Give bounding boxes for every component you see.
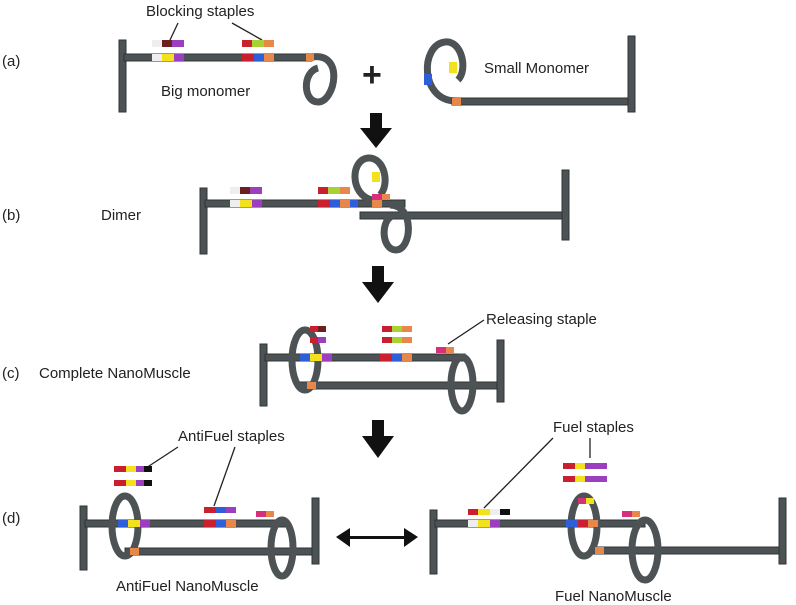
dimer-upper-shaft: [204, 199, 406, 208]
big-monomer-loop: [302, 53, 338, 106]
dimer-label: Dimer: [101, 207, 141, 224]
dimer-left-cap: [199, 187, 208, 255]
down-arrow-c-d: [362, 420, 394, 458]
dimer-right-cap: [561, 169, 570, 241]
nanomuscle-c-blocking-staple-2: [382, 326, 412, 343]
small-monomer-seg-yellow: [449, 62, 457, 73]
nanomuscle-c-shaft-segments: [300, 354, 412, 389]
fuel-nanomuscle: Fuel NanoMuscle: [429, 463, 787, 605]
panel-label-b: (b): [2, 207, 20, 224]
small-monomer-seg-orange: [452, 98, 461, 105]
antifuel-staples-callout: [145, 446, 236, 507]
panel-b: Dimer: [101, 154, 570, 255]
big-monomer-seg-blue: [254, 54, 264, 61]
fuel-upper-shaft: [434, 519, 646, 528]
dimer-blocking-staple-1: [230, 187, 262, 194]
fuel-releasing-staple: [622, 511, 640, 517]
plus-sign: +: [362, 56, 382, 94]
antifuel-lower-shaft: [124, 547, 316, 556]
dimer-shaft-segments: [230, 172, 382, 207]
antifuel-left-cap: [79, 505, 88, 571]
panel-d: AntiFuel staples Fuel staples: [79, 419, 787, 605]
antifuel-right-cap: [311, 497, 320, 565]
blocking-staples-label: Blocking staples: [146, 3, 254, 20]
big-monomer: Big monomer: [118, 39, 338, 113]
panel-label-c: (c): [2, 365, 20, 382]
nanomuscle-c-left-cap: [259, 343, 268, 407]
big-monomer-label: Big monomer: [161, 83, 250, 100]
releasing-staple-label: Releasing staple: [486, 311, 597, 328]
nanomuscle-c-blocking-staple-1: [310, 326, 326, 343]
fuel-nanomuscle-label: Fuel NanoMuscle: [555, 588, 672, 605]
antifuel-nanomuscle-label: AntiFuel NanoMuscle: [116, 578, 259, 595]
antifuel-right-ring: [267, 516, 297, 580]
complete-nanomuscle-label: Complete NanoMuscle: [39, 365, 191, 382]
small-monomer-label: Small Monomer: [484, 60, 589, 77]
dimer-blocking-staple-2: [318, 187, 350, 194]
dimer-small-loop: [351, 154, 389, 204]
fuel-staples-label: Fuel staples: [553, 419, 634, 436]
fuel-lower-shaft: [589, 546, 783, 555]
big-monomer-seg-white: [152, 54, 162, 61]
fuel-staple-free: [563, 463, 607, 482]
dimer-big-loop: [380, 201, 412, 254]
panel-a: Blocking staples Big monomer: [118, 3, 636, 113]
small-monomer-loop: [423, 38, 467, 105]
antifuel-staple-free: [114, 466, 152, 486]
big-monomer-seg-purple: [174, 54, 184, 61]
big-monomer-seg-orange: [264, 54, 274, 61]
down-arrow-a-b: [360, 113, 392, 148]
small-monomer: Small Monomer: [423, 35, 636, 113]
antifuel-shaft-segments: [118, 520, 236, 555]
antifuel-nanomuscle: AntiFuel NanoMuscle: [79, 466, 320, 595]
nanomuscle-c-right-cap: [496, 339, 505, 403]
down-arrow-b-c: [362, 266, 394, 303]
fuel-shaft-segments: [468, 520, 604, 554]
blocking-staple-1: [152, 40, 184, 47]
blocking-staple-2: [242, 40, 274, 47]
panel-c: Complete NanoMuscle Releasing staple: [39, 311, 597, 415]
releasing-staple: [436, 347, 454, 353]
fuel-staple-bound: [468, 509, 510, 515]
big-monomer-seg-yellow: [162, 54, 174, 61]
big-monomer-seg-orange-tip: [306, 54, 314, 61]
antifuel-staples-label: AntiFuel staples: [178, 428, 285, 445]
fuel-left-cap: [429, 509, 438, 575]
small-monomer-shaft: [451, 97, 633, 106]
nanomuscle-c-right-ring: [447, 353, 477, 415]
dimer-releasing-staple: [372, 194, 390, 200]
small-monomer-seg-blue: [424, 74, 432, 85]
panel-label-a: (a): [2, 53, 20, 70]
blocking-staples-callout: [169, 22, 263, 41]
fuel-blocking-staple: [578, 498, 594, 504]
double-arrow: [336, 528, 418, 547]
big-monomer-end-cap: [118, 39, 127, 113]
releasing-staple-callout: [447, 319, 485, 345]
fuel-staples-callout: [483, 437, 591, 509]
fuel-right-cap: [778, 497, 787, 565]
big-monomer-seg-red: [242, 54, 254, 61]
antifuel-staple-bound: [204, 507, 236, 513]
panel-label-d: (d): [2, 510, 20, 527]
small-monomer-end-cap: [627, 35, 636, 113]
antifuel-releasing-staple: [256, 511, 274, 517]
fuel-right-ring: [628, 516, 662, 584]
